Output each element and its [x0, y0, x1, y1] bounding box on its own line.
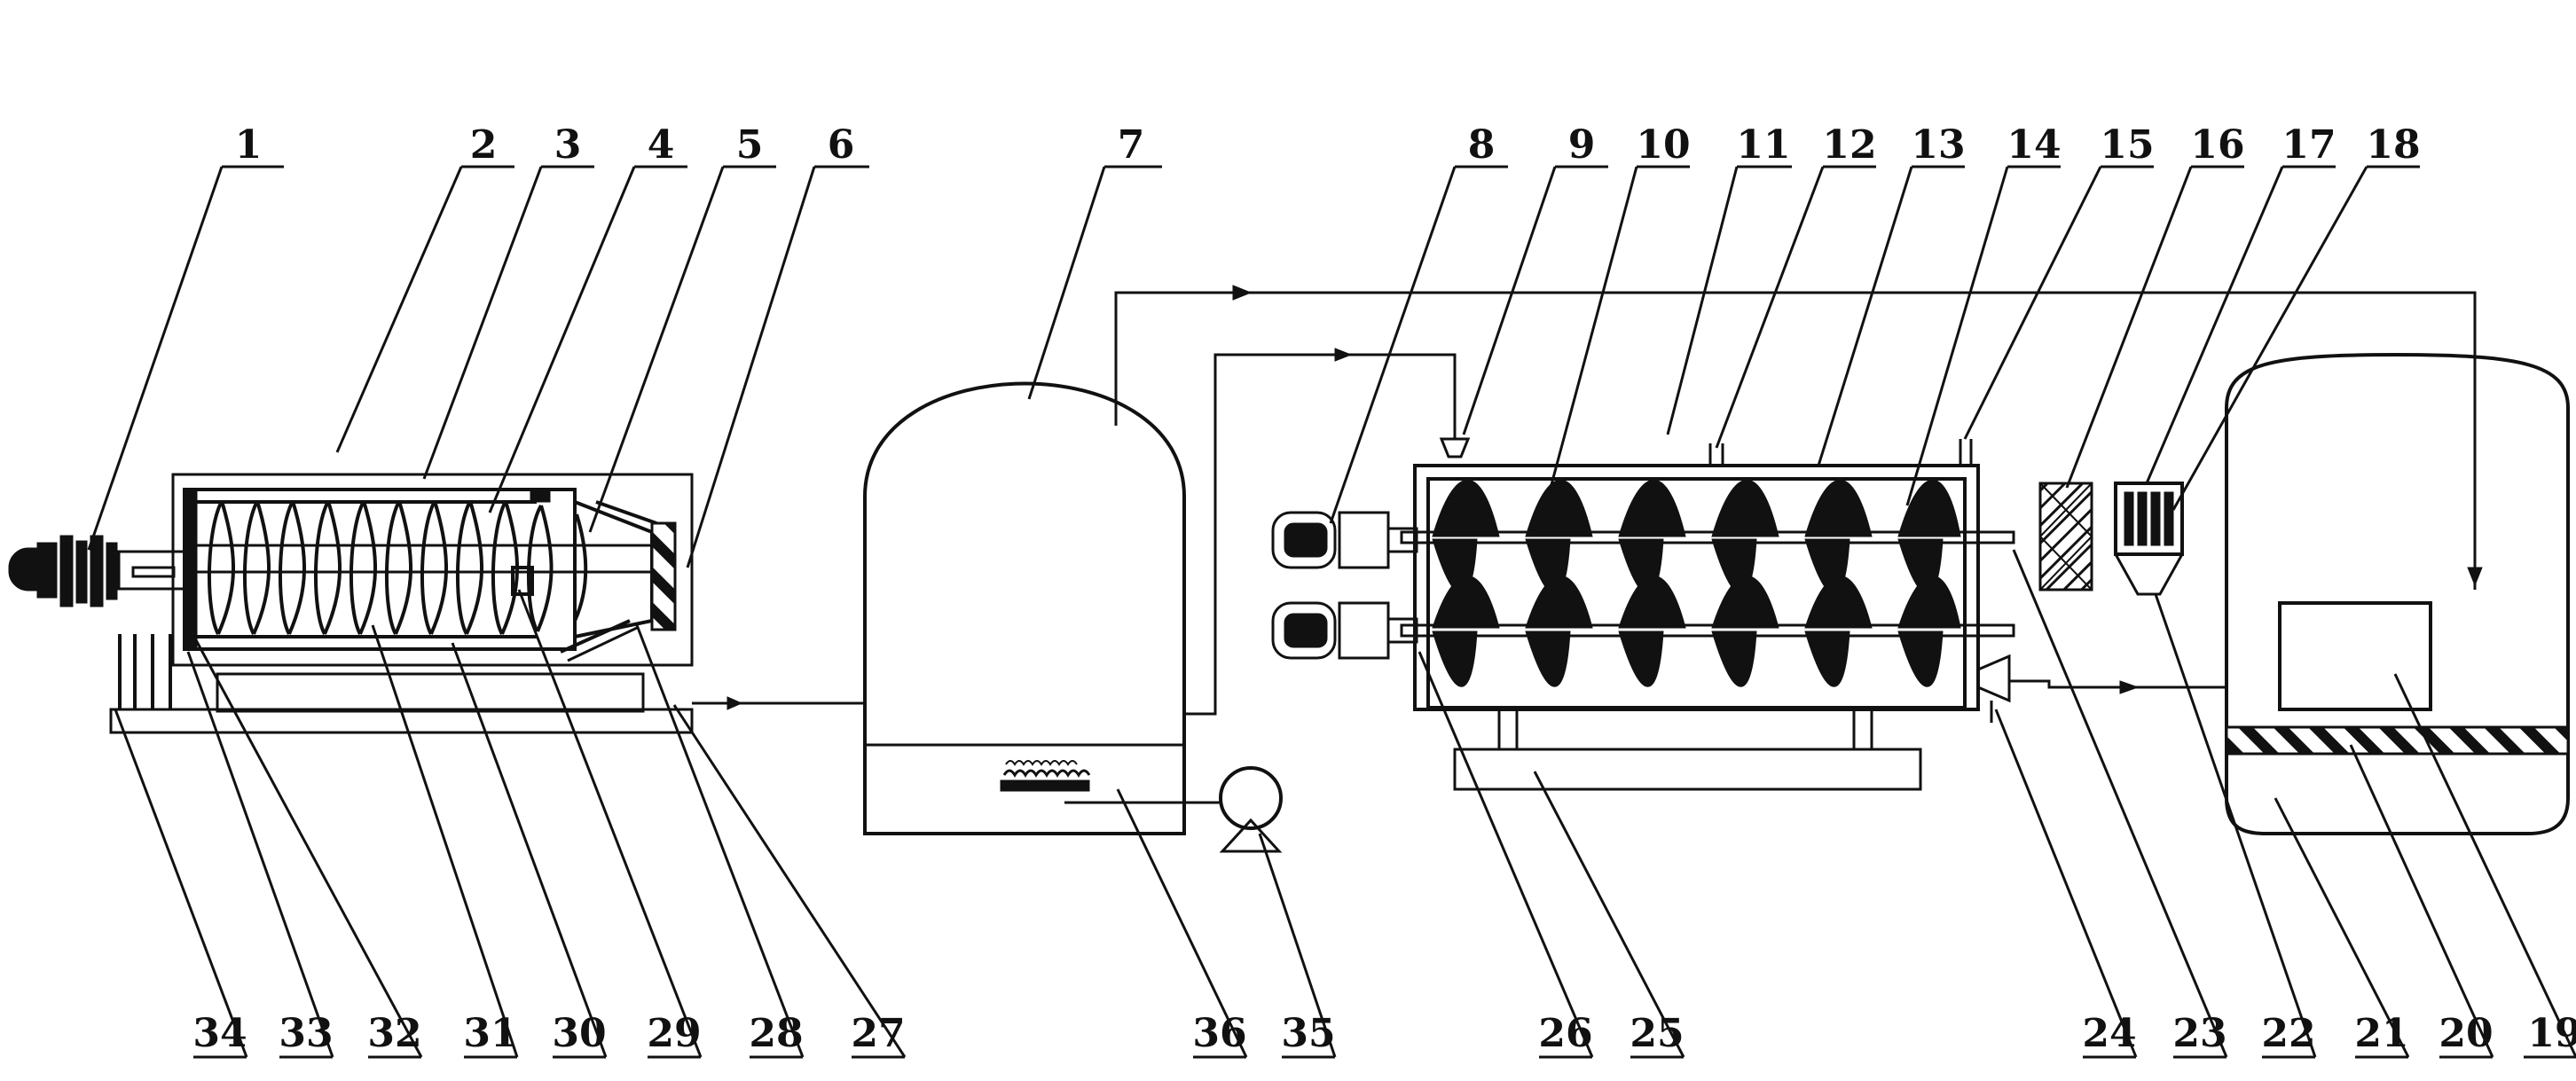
- flow-line-press-to-tank: [692, 696, 865, 710]
- leader-line: [1542, 166, 1638, 515]
- leader-line: [1994, 709, 2138, 1058]
- callout-label-19: 19: [2527, 1011, 2576, 1056]
- motor-lower: [1271, 601, 1418, 660]
- callout-label-29: 29: [647, 1011, 701, 1056]
- twin-screw-reactor: [1271, 439, 2015, 791]
- callout-label-14: 14: [2007, 122, 2061, 168]
- callout-label-18: 18: [2366, 122, 2420, 168]
- callout-label-12: 12: [1822, 122, 1876, 168]
- leader-line: [186, 651, 334, 1058]
- leader-line: [114, 709, 248, 1058]
- callout-label-28: 28: [749, 1011, 803, 1056]
- callout-label-2: 2: [470, 122, 498, 168]
- leader-line: [2065, 166, 2193, 489]
- callout-label-26: 26: [1538, 1011, 1592, 1056]
- callout-label-27: 27: [851, 1011, 905, 1056]
- screw-press: [8, 473, 694, 734]
- callout-label-31: 31: [463, 1011, 517, 1056]
- leader-line: [451, 642, 608, 1058]
- callout-label-33: 33: [279, 1011, 333, 1056]
- leader-line: [2154, 593, 2317, 1058]
- callout-label-22: 22: [2261, 1011, 2315, 1056]
- leader-line: [371, 624, 519, 1058]
- leader-line: [488, 166, 636, 513]
- leader-line: [517, 589, 703, 1058]
- callout-label-24: 24: [2082, 1011, 2136, 1056]
- leader-line: [2393, 673, 2576, 1058]
- callout-label-4: 4: [648, 122, 675, 168]
- callout-label-3: 3: [554, 122, 582, 168]
- callout-label-9: 9: [1568, 122, 1596, 168]
- leader-line: [2172, 166, 2368, 511]
- leader-line: [2012, 549, 2228, 1058]
- leader-line: [2145, 166, 2284, 484]
- callout-label-36: 36: [1192, 1011, 1246, 1056]
- motor-pulley: [8, 535, 188, 607]
- separator-unit: [2114, 482, 2184, 596]
- leader-line: [1533, 771, 1685, 1058]
- callout-label-13: 13: [1911, 122, 1965, 168]
- leader-line: [1116, 788, 1248, 1058]
- leader-line: [635, 624, 805, 1058]
- leader-line: [2274, 797, 2410, 1058]
- leader-line: [672, 704, 907, 1058]
- leader-line: [422, 166, 543, 480]
- pump: [1219, 766, 1283, 853]
- leader-line: [1715, 166, 1825, 449]
- leader-line: [193, 638, 423, 1058]
- leader-line: [87, 166, 224, 551]
- callout-label-1: 1: [235, 122, 263, 168]
- leader-line: [1963, 166, 2102, 440]
- callout-label-16: 16: [2190, 122, 2244, 168]
- leader-line: [335, 166, 463, 453]
- callout-label-21: 21: [2354, 1011, 2408, 1056]
- leader-line: [1905, 166, 2009, 506]
- leader-line: [1258, 833, 1337, 1058]
- callout-label-35: 35: [1281, 1011, 1335, 1056]
- digester-tank: [2225, 352, 2570, 835]
- leader-line: [1027, 166, 1106, 400]
- leader-line: [1418, 651, 1594, 1058]
- callout-label-20: 20: [2439, 1011, 2493, 1056]
- leader-line: [1462, 166, 1557, 435]
- filter-unit: [2038, 482, 2093, 591]
- callout-label-17: 17: [2281, 122, 2336, 168]
- leader-line: [1666, 166, 1739, 435]
- leader-line: [686, 166, 816, 568]
- callout-label-34: 34: [192, 1011, 247, 1056]
- callout-label-23: 23: [2172, 1011, 2227, 1056]
- callout-label-30: 30: [552, 1011, 606, 1056]
- leader-line: [588, 166, 725, 533]
- motor-upper: [1271, 511, 1418, 569]
- callout-label-32: 32: [367, 1011, 421, 1056]
- callout-label-6: 6: [828, 122, 855, 168]
- callout-label-25: 25: [1630, 1011, 1684, 1056]
- leader-line: [1329, 166, 1457, 524]
- callout-label-10: 10: [1636, 122, 1690, 168]
- callout-label-5: 5: [736, 122, 764, 168]
- callout-label-15: 15: [2100, 122, 2154, 168]
- callout-label-8: 8: [1468, 122, 1496, 168]
- callout-label-7: 7: [1118, 122, 1145, 168]
- flow-line-tank-to-digester: [1114, 285, 2483, 590]
- storage-tank: [863, 381, 1220, 835]
- flow-line-reactor-to-digester: [2009, 679, 2227, 694]
- flow-line-tank-to-reactor: [1184, 348, 1471, 716]
- leader-line: [1817, 166, 1913, 466]
- callout-label-11: 11: [1736, 122, 1790, 168]
- leader-line: [2349, 744, 2494, 1058]
